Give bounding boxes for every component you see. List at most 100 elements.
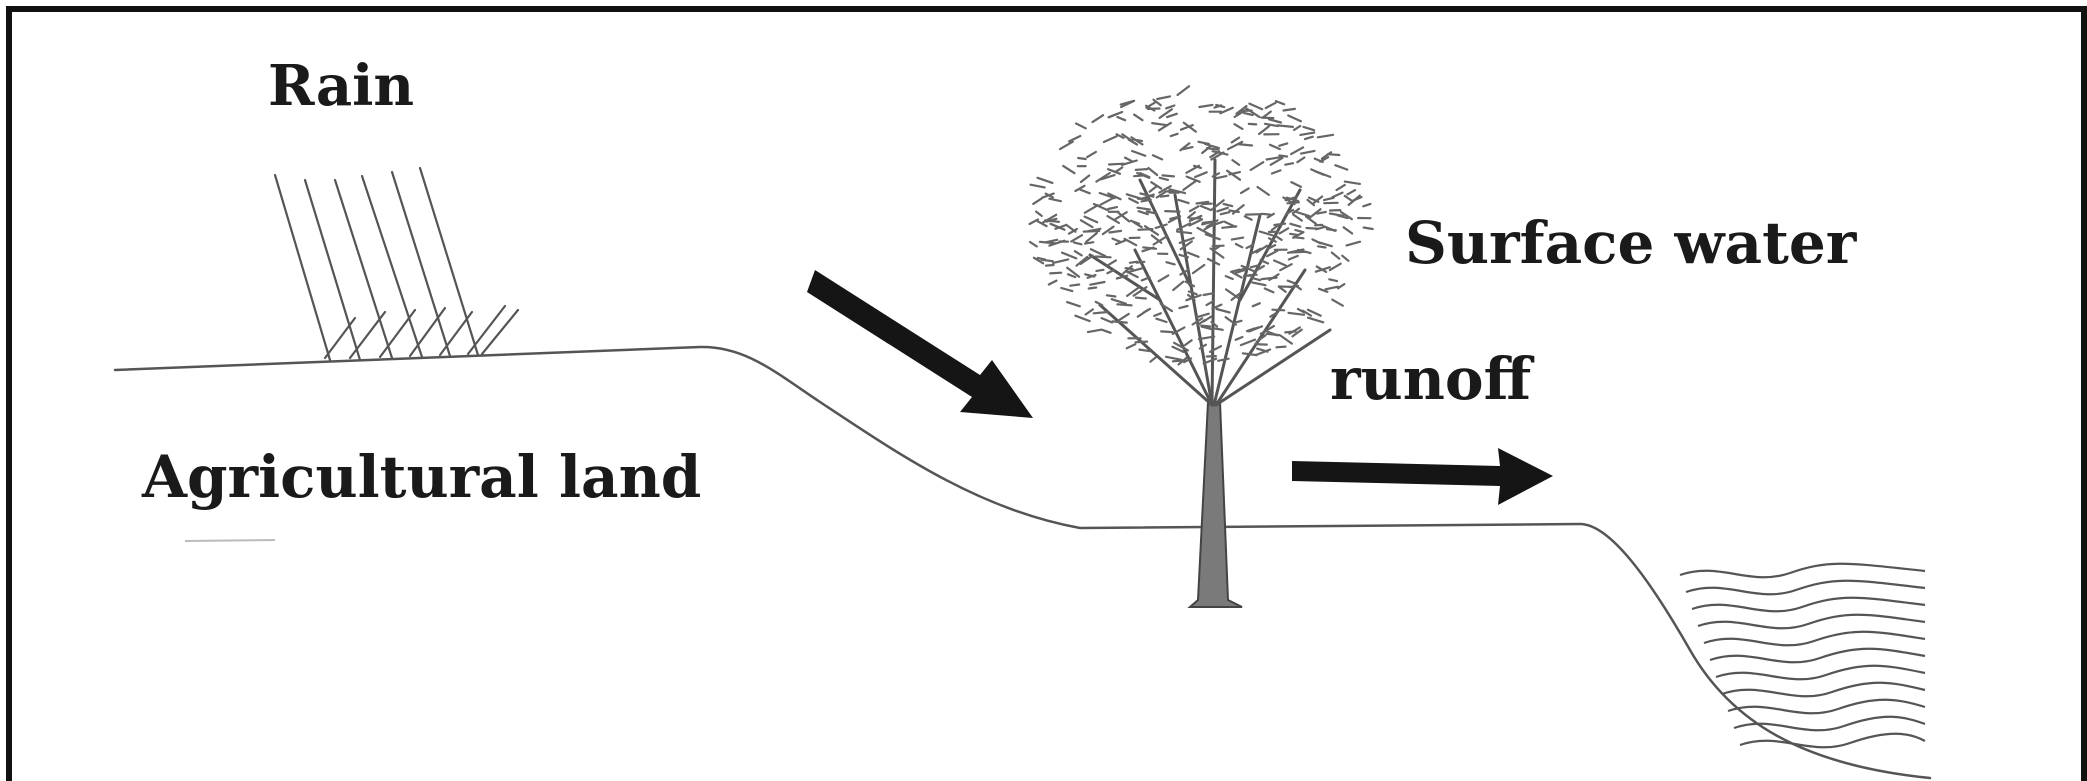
leaf-mark bbox=[1153, 312, 1162, 317]
tree-canopy bbox=[1028, 85, 1374, 366]
leaf-mark bbox=[1307, 208, 1322, 220]
leaf-mark bbox=[1316, 245, 1327, 249]
leaf-mark bbox=[1155, 191, 1167, 199]
leaf-mark bbox=[1032, 197, 1043, 205]
leaf-mark bbox=[1151, 121, 1169, 127]
leaf-mark bbox=[1242, 111, 1254, 117]
leaf-mark bbox=[1171, 345, 1185, 353]
leaf-mark bbox=[1044, 263, 1055, 267]
leaf-mark bbox=[1128, 197, 1139, 204]
leaf-mark bbox=[1286, 279, 1296, 285]
leaf-mark bbox=[1086, 227, 1102, 233]
leaf-mark bbox=[1343, 194, 1354, 203]
leaf-mark bbox=[1224, 288, 1240, 300]
leaf-mark bbox=[1152, 235, 1168, 246]
leaf-mark bbox=[1299, 149, 1316, 155]
leaf-mark bbox=[1067, 227, 1079, 235]
leaf-mark bbox=[1107, 162, 1125, 166]
leaf-mark bbox=[1075, 255, 1089, 267]
leaf-mark bbox=[1209, 150, 1221, 159]
leaf-mark bbox=[1330, 251, 1341, 260]
leaf-mark bbox=[1047, 279, 1058, 286]
leaf-mark bbox=[1176, 222, 1192, 231]
leaf-mark bbox=[1165, 112, 1178, 119]
leaf-mark bbox=[1345, 240, 1362, 247]
leaf-mark bbox=[1079, 219, 1094, 229]
leaf-mark bbox=[1182, 357, 1193, 364]
leaf-mark bbox=[1254, 264, 1266, 272]
leaf-mark bbox=[1316, 133, 1335, 139]
leaf-mark bbox=[1129, 219, 1141, 225]
leaf-mark bbox=[1296, 307, 1306, 314]
leaf-mark bbox=[1270, 169, 1282, 175]
leaf-mark bbox=[1291, 207, 1301, 215]
leaf-mark bbox=[1231, 159, 1241, 166]
leaf-mark bbox=[1192, 164, 1203, 169]
leaf-mark bbox=[1105, 259, 1118, 268]
wave-line bbox=[1739, 732, 1926, 749]
wave-line bbox=[1679, 562, 1926, 579]
leaf-mark bbox=[1144, 104, 1156, 112]
leaf-mark bbox=[1073, 250, 1083, 257]
leaf-mark bbox=[1122, 265, 1133, 275]
leaf-mark bbox=[1231, 271, 1243, 279]
ground-profile bbox=[113, 345, 1932, 780]
leaf-mark bbox=[1178, 236, 1195, 244]
leaf-mark bbox=[1239, 109, 1253, 113]
leaf-mark bbox=[1343, 180, 1362, 185]
leaf-mark bbox=[1188, 218, 1204, 227]
leaf-mark bbox=[1138, 348, 1152, 353]
leaf-mark bbox=[1263, 122, 1279, 128]
leaf-mark bbox=[1273, 222, 1287, 227]
leaf-mark bbox=[1106, 168, 1122, 175]
leaf-mark bbox=[1282, 196, 1296, 206]
leaf-mark bbox=[1099, 174, 1116, 181]
leaf-mark bbox=[1157, 274, 1170, 283]
leaf-mark bbox=[1169, 132, 1179, 138]
leaf-mark bbox=[1334, 164, 1349, 171]
leaf-mark bbox=[1254, 348, 1272, 357]
leaf-mark bbox=[1186, 293, 1196, 302]
leaf-mark bbox=[1187, 211, 1197, 219]
leaf-mark bbox=[1223, 220, 1237, 228]
leaf-mark bbox=[1197, 335, 1216, 341]
leaf-mark bbox=[1341, 254, 1350, 262]
leaf-mark bbox=[1095, 171, 1111, 183]
leaf-mark bbox=[1290, 181, 1303, 188]
leaf-mark bbox=[1214, 175, 1228, 180]
leaf-mark bbox=[1094, 300, 1104, 307]
leaf-mark bbox=[1195, 200, 1210, 205]
wave-line bbox=[1715, 664, 1926, 681]
leaf-mark bbox=[1243, 215, 1253, 221]
leaf-mark bbox=[1269, 311, 1279, 318]
agricultural-land-label: Agricultural land bbox=[142, 443, 702, 511]
leaf-mark bbox=[1083, 241, 1095, 245]
leaf-mark bbox=[1342, 226, 1354, 235]
leaf-mark bbox=[1125, 286, 1141, 297]
leaf-mark bbox=[1294, 284, 1303, 291]
leaf-mark bbox=[1271, 308, 1286, 312]
wave-line bbox=[1709, 647, 1926, 664]
leaf-mark bbox=[1219, 106, 1234, 115]
leaf-mark bbox=[1083, 204, 1099, 214]
leaf-mark bbox=[1185, 294, 1202, 302]
leaf-mark bbox=[1331, 298, 1344, 307]
leaf-mark bbox=[1234, 335, 1244, 341]
leaf-mark bbox=[1179, 269, 1189, 276]
leaf-mark bbox=[1206, 257, 1221, 266]
leaf-mark bbox=[1178, 304, 1189, 310]
leaf-mark bbox=[1306, 308, 1322, 317]
leaf-mark bbox=[1259, 324, 1276, 335]
leaf-mark bbox=[1136, 206, 1152, 211]
leaf-mark bbox=[1228, 209, 1240, 214]
leaf-mark bbox=[1251, 281, 1267, 287]
leaf-mark bbox=[1182, 121, 1197, 133]
leaf-mark bbox=[1240, 264, 1258, 274]
leaf-mark bbox=[1188, 205, 1200, 213]
leaf-mark bbox=[1181, 146, 1194, 151]
leaf-mark bbox=[1172, 341, 1190, 352]
leaf-mark bbox=[1167, 215, 1181, 224]
leaf-mark bbox=[1134, 340, 1149, 344]
leaf-mark bbox=[1179, 240, 1194, 251]
leaf-mark bbox=[1226, 140, 1244, 151]
